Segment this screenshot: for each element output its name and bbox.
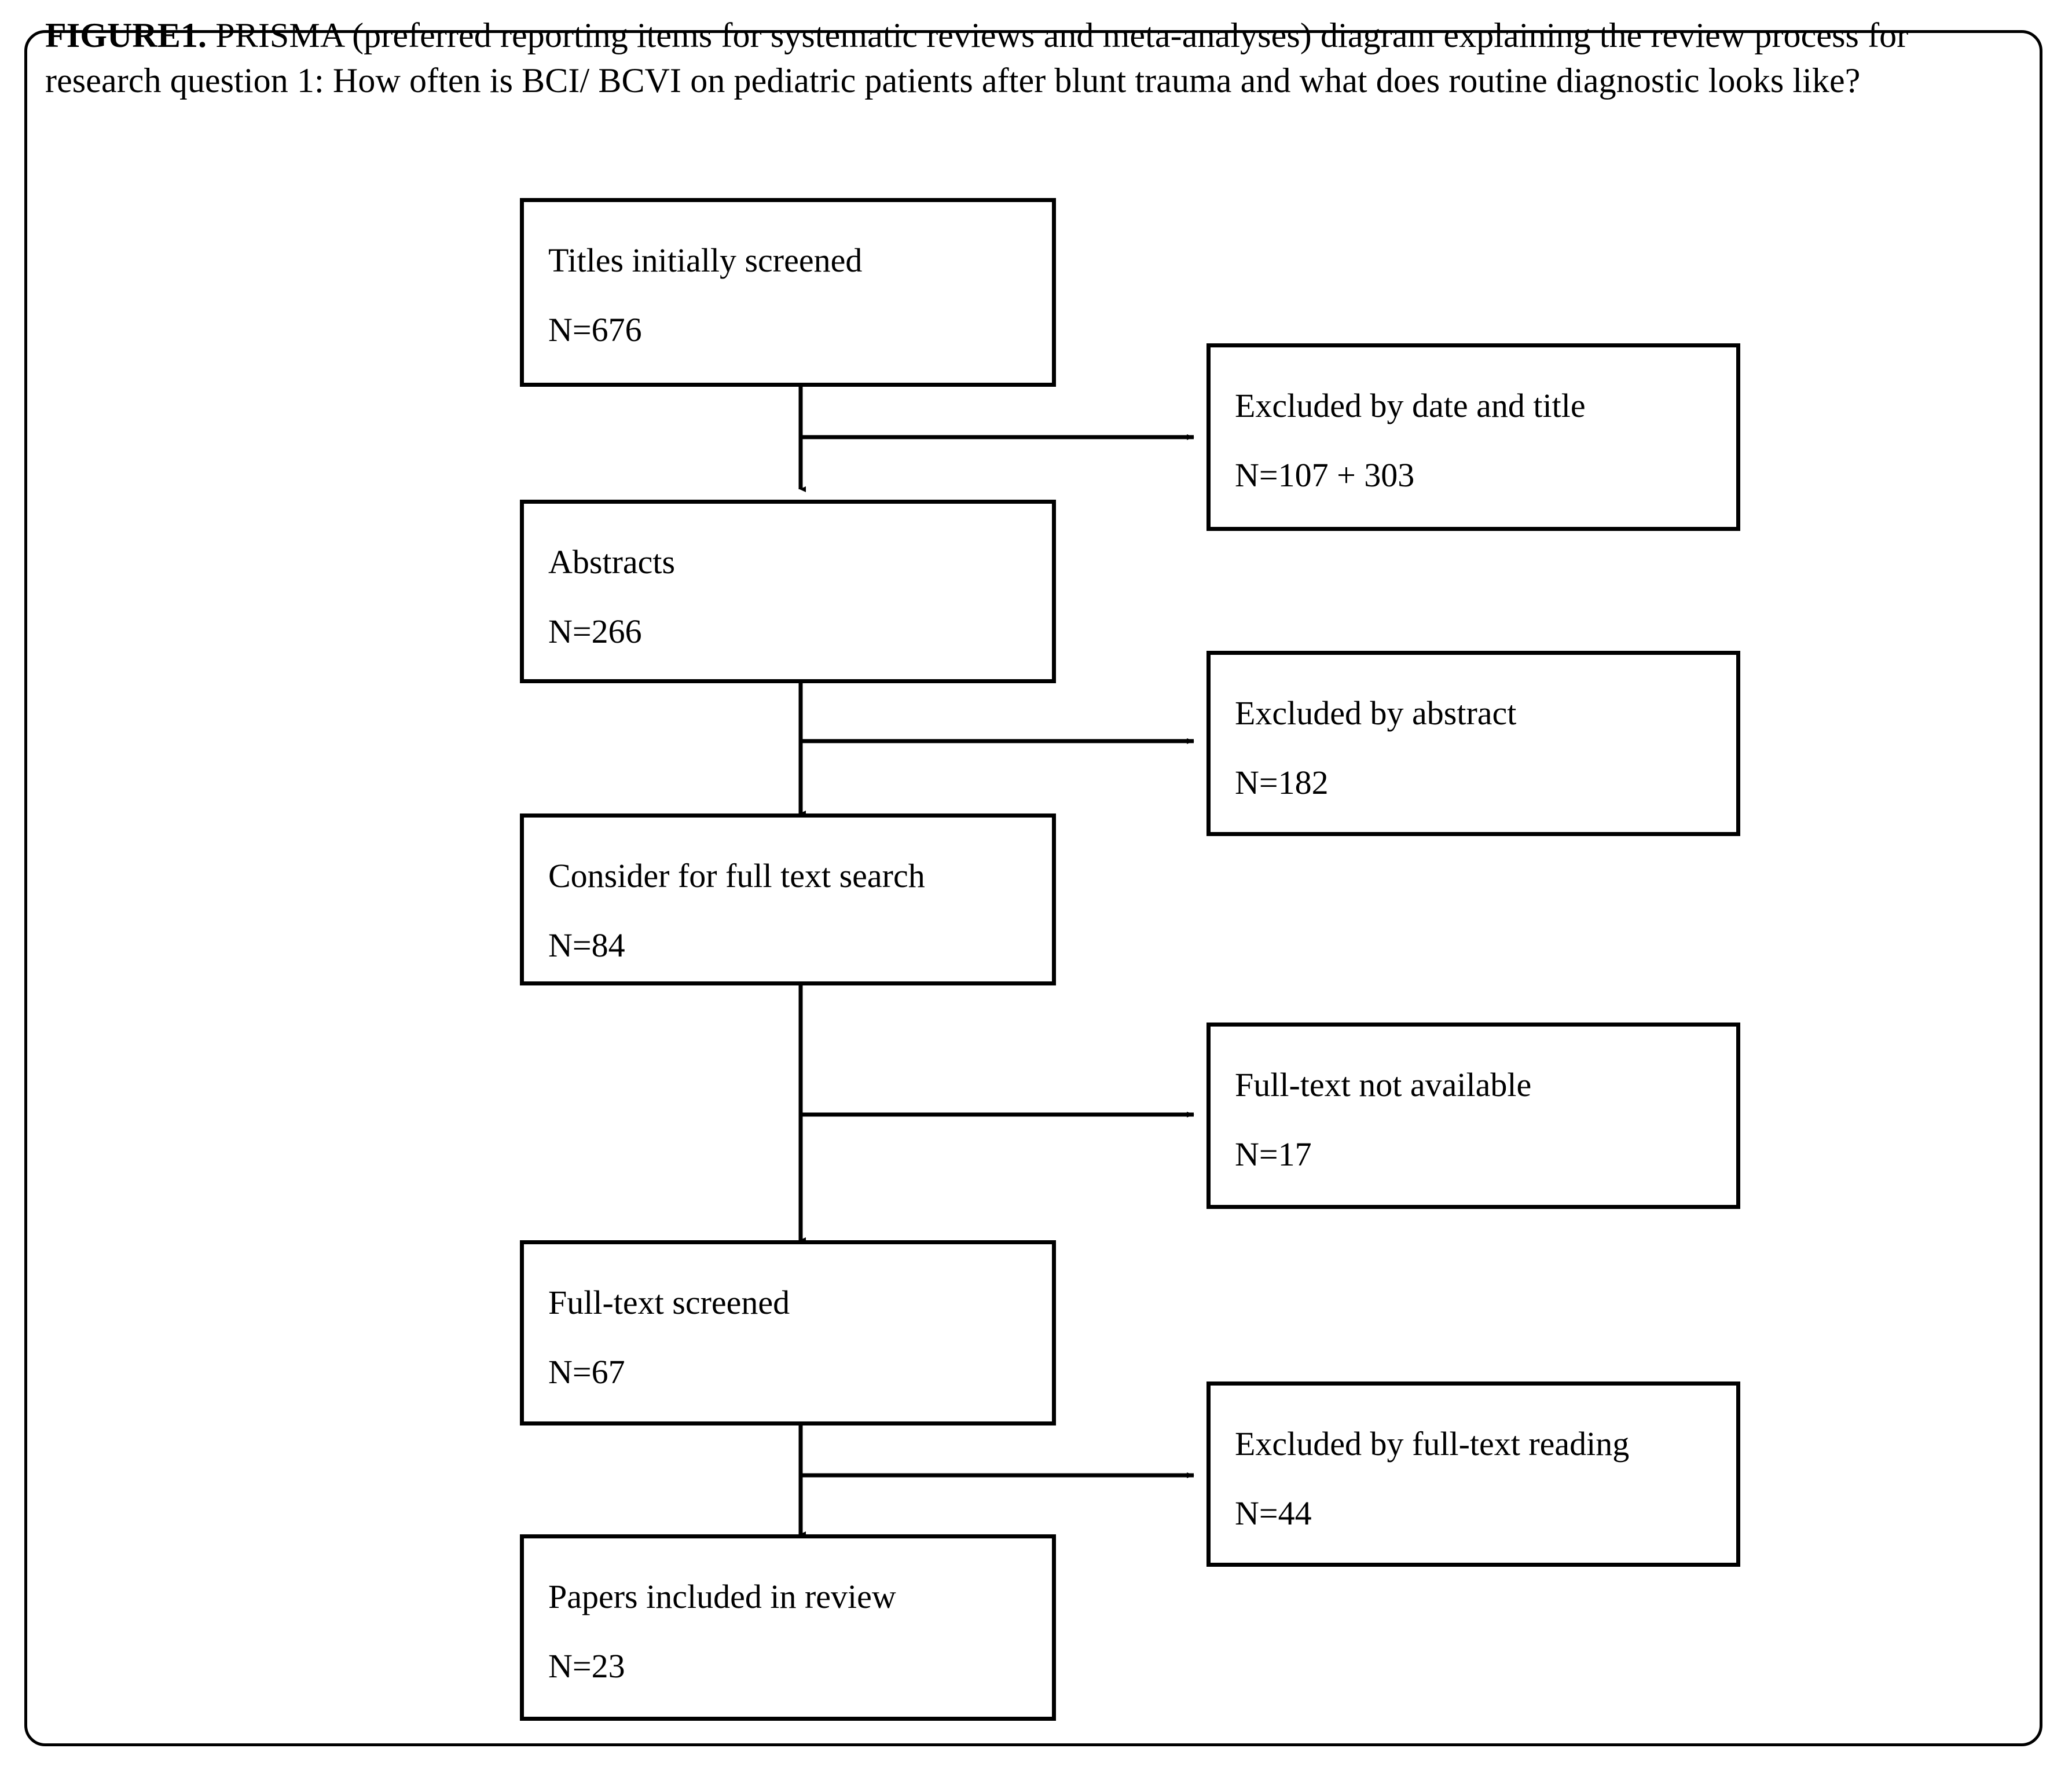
stage-box-titles-screened: Titles initially screened N=676	[520, 198, 1056, 387]
stage-box-abstracts: Abstracts N=266	[520, 500, 1056, 683]
exclusion-label: Excluded by full-text reading	[1235, 1425, 1630, 1463]
exclusion-box-full-text-reading: Excluded by full-text reading N=44	[1206, 1381, 1740, 1567]
connector-stage2-stage3	[798, 683, 1194, 816]
exclusion-box-date-and-title: Excluded by date and title N=107 + 303	[1206, 343, 1740, 531]
exclusion-count: N=182	[1235, 764, 1329, 801]
exclusion-count: N=17	[1235, 1135, 1312, 1173]
exclusion-count: N=44	[1235, 1494, 1312, 1532]
stage-count: N=84	[548, 926, 625, 964]
exclusion-label: Excluded by abstract	[1235, 694, 1517, 732]
connector-stage4-stage5	[798, 1425, 1194, 1537]
stage-box-full-text-screened: Full-text screened N=67	[520, 1240, 1056, 1425]
stage-count: N=676	[548, 311, 642, 349]
stage-label: Abstracts	[548, 543, 676, 581]
connector-stage3-stage4	[798, 985, 1194, 1243]
stage-label: Consider for full text search	[548, 857, 925, 895]
figure-caption: FIGURE1. PRISMA (preferred reporting ite…	[45, 13, 1973, 103]
stage-label: Titles initially screened	[548, 241, 863, 279]
connector-stage1-stage2	[798, 387, 1194, 492]
stage-box-consider-full-text: Consider for full text search N=84	[520, 813, 1056, 985]
exclusion-label: Full-text not available	[1235, 1066, 1532, 1104]
exclusion-count: N=107 + 303	[1235, 456, 1415, 494]
exclusion-label: Excluded by date and title	[1235, 387, 1586, 424]
exclusion-box-abstract: Excluded by abstract N=182	[1206, 651, 1740, 836]
stage-label: Papers included in review	[548, 1578, 896, 1615]
stage-box-papers-included: Papers included in review N=23	[520, 1534, 1056, 1721]
stage-count: N=266	[548, 613, 642, 650]
figure-caption-text: PRISMA (preferred reporting items for sy…	[45, 16, 1909, 100]
stage-count: N=23	[548, 1647, 625, 1685]
exclusion-box-full-text-not-available: Full-text not available N=17	[1206, 1023, 1740, 1209]
stage-count: N=67	[548, 1353, 625, 1391]
figure-label: FIGURE1.	[45, 16, 207, 54]
stage-label: Full-text screened	[548, 1284, 790, 1321]
